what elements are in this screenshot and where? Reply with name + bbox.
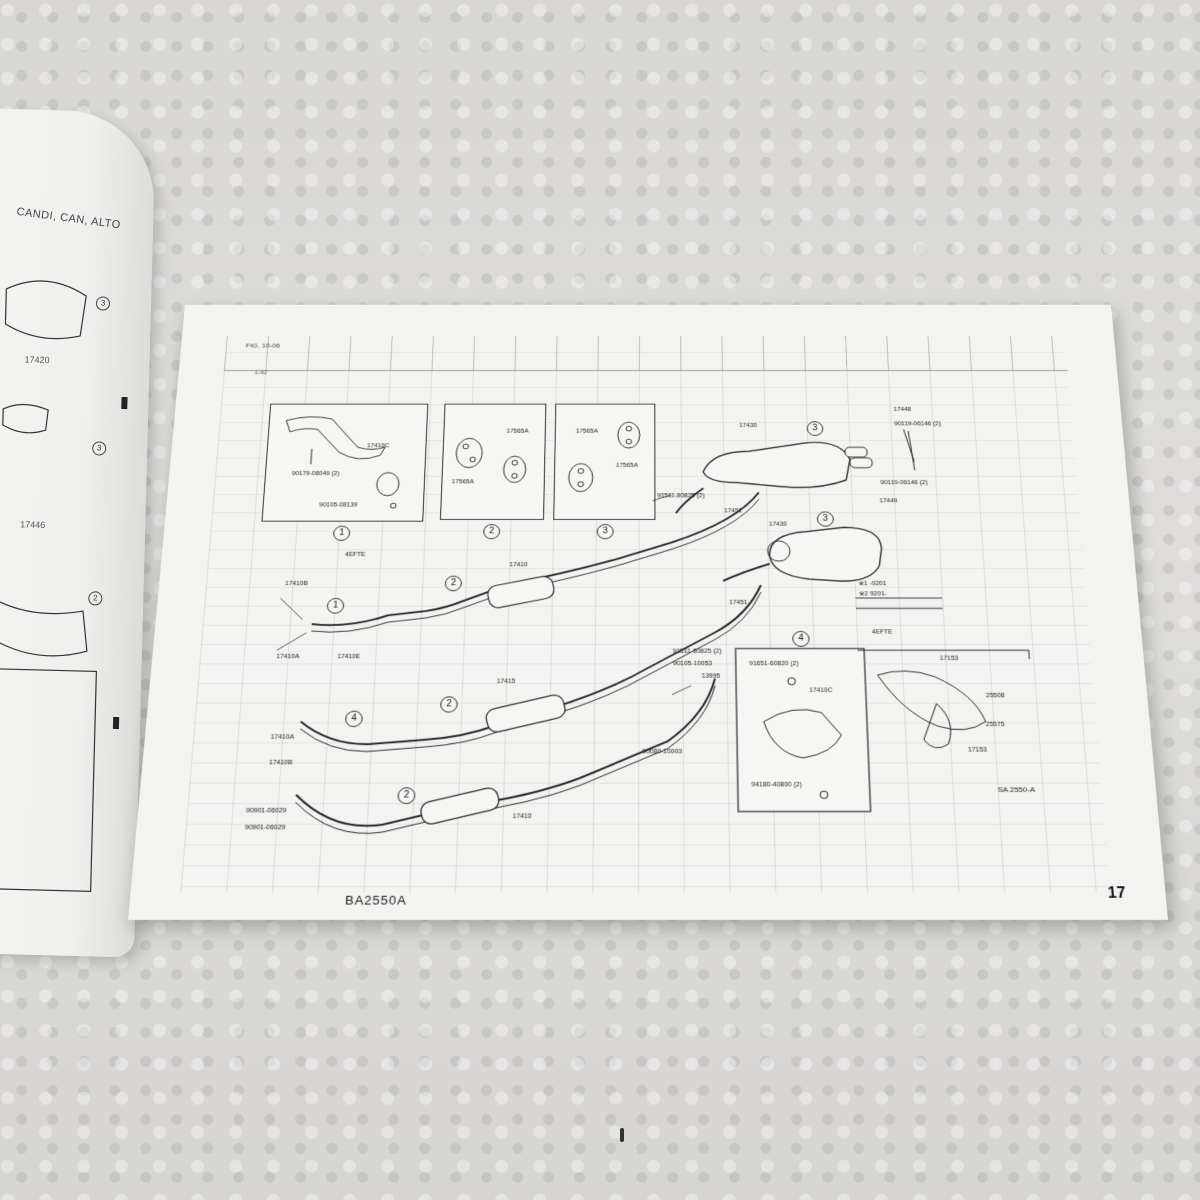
catalog-page: FIG. 10-06 1-42 17410C 90179-08049 (2) 9… [128, 304, 1168, 920]
label-sa-ref: SA 2550-A [997, 785, 1036, 794]
label-pipe-main: 17410 [509, 562, 528, 569]
exhaust-system-drawing [128, 305, 1168, 920]
label-gasket-e: 13995 [701, 673, 721, 680]
label-hanger-box-bottom: 17449 [879, 498, 898, 505]
label-front-e: 17410E [337, 653, 361, 660]
fabric-mark [620, 1128, 624, 1142]
label-hanger-2: 90119-06146 (2) [880, 480, 928, 486]
label-bracket-box-1: 91651-60820 (2) [749, 660, 799, 668]
label-nut-1: 90901-06029 [245, 807, 287, 815]
variant-label-b: 4EFTE [871, 629, 893, 636]
label-cat-2: 25508 [985, 692, 1005, 700]
label-bracket-box-2: 17410C [809, 687, 833, 694]
label-pipe-lower: 17410 [512, 813, 532, 820]
note-line-1: ※1 -9201 [858, 580, 887, 587]
note-line-2: ※2 9201- [858, 591, 888, 598]
label-cat-4: 17153 [967, 746, 988, 754]
label-hanger-box-top: 17448 [893, 406, 912, 413]
label-front-a2: 17410A [270, 734, 295, 741]
label-muffler-top: 17430 [739, 422, 758, 429]
label-bolt-4: 90080-10003 [642, 748, 683, 756]
label-cat-3: 25575 [985, 721, 1005, 728]
left-page: CANDI, CAN, ALTO 17420 17446 3 3 2 [0, 107, 157, 958]
label-front-b: 17410B [284, 580, 308, 587]
variant-label-a: 4EFTE [344, 551, 366, 558]
callout-4a: 4 [792, 631, 810, 647]
label-hanger-1: 90119-06146 (2) [894, 421, 942, 427]
label-pipe-mid: 17415 [496, 678, 516, 685]
label-muffler-mid: 17430 [768, 521, 788, 528]
label-bolt-2: 91511-80825 (2) [672, 648, 722, 655]
callout-3a: 3 [806, 421, 824, 436]
label-bracket-box-3: 94180-40800 (2) [751, 781, 803, 789]
page-number: 17 [1107, 885, 1127, 902]
label-front-b2: 17410B [268, 759, 293, 767]
label-gasket-mid: 17451 [729, 599, 748, 606]
label-front-a: 17410A [276, 653, 300, 660]
label-gasket-top: 17451 [723, 508, 743, 515]
label-bolt-1: 91511-80825 (2) [657, 493, 705, 500]
label-nut-2: 90901-06029 [244, 824, 286, 832]
label-cat-1: 17153 [939, 655, 959, 662]
footer-code: BA2550A [344, 892, 408, 908]
left-page-drawings [0, 280, 128, 892]
label-bolt-3: 90105-10053 [672, 660, 713, 668]
callout-3b: 3 [816, 511, 834, 527]
